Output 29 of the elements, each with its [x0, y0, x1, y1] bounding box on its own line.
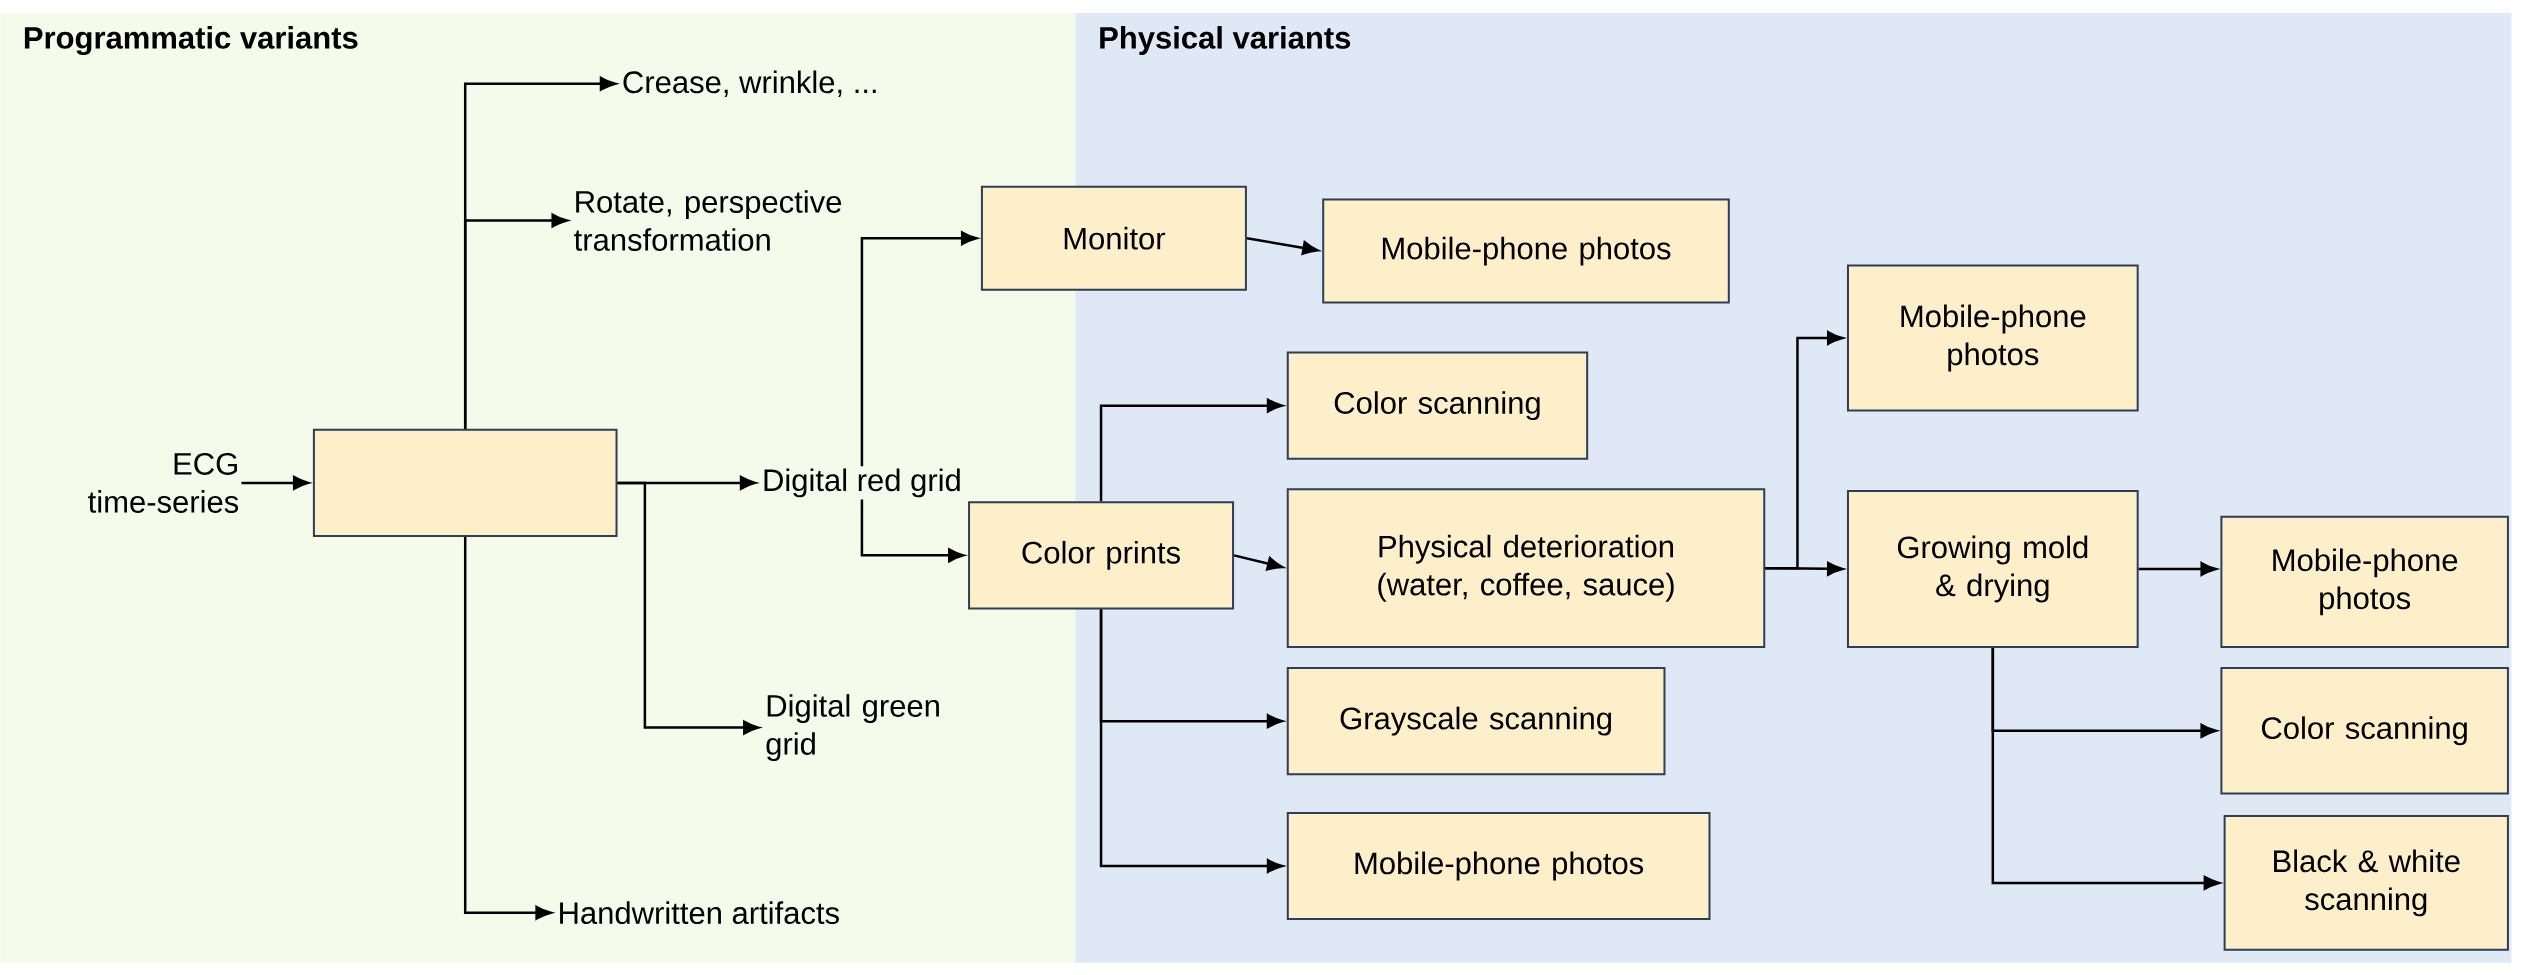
node-label: ECG time-series — [88, 452, 239, 513]
process-box: Grayscale scanning — [1286, 666, 1666, 775]
node-label: Digital green grid — [766, 693, 939, 761]
process-box — [312, 428, 618, 537]
node-label: Rotate, perspective transformation — [574, 189, 842, 251]
process-box: Physical deterioration (water, coffee, sauce) — [1286, 488, 1766, 648]
arrow — [860, 499, 965, 563]
process-box: Mobile-phone photos — [1286, 811, 1711, 920]
arrow — [1099, 609, 1284, 873]
process-box: Color scanning — [2220, 666, 2509, 795]
node-label: Digital red grid — [764, 468, 960, 498]
process-box: Mobile-phone photos — [1322, 198, 1730, 304]
process-box: Color scanning — [1286, 351, 1589, 460]
process-box: Monitor — [980, 185, 1247, 291]
process-box: Mobile-phone photos — [2220, 515, 2509, 648]
arrow — [1765, 561, 1844, 576]
process-box: Mobile-phone photos — [1847, 264, 2139, 412]
arrow — [860, 231, 978, 467]
process-box: Color prints — [968, 501, 1235, 610]
arrow — [241, 475, 310, 490]
process-box: Growing mold & drying — [1847, 489, 2139, 648]
arrow — [1246, 236, 1319, 255]
node-label: Crease, wrinkle, ... — [623, 70, 876, 97]
arrow — [1991, 647, 2221, 890]
arrow — [2138, 561, 2217, 576]
process-box: Black & white scanning — [2223, 814, 2509, 951]
arrow — [1233, 553, 1284, 571]
arrow — [1099, 398, 1284, 501]
node-label: Handwritten artifacts — [560, 901, 839, 924]
